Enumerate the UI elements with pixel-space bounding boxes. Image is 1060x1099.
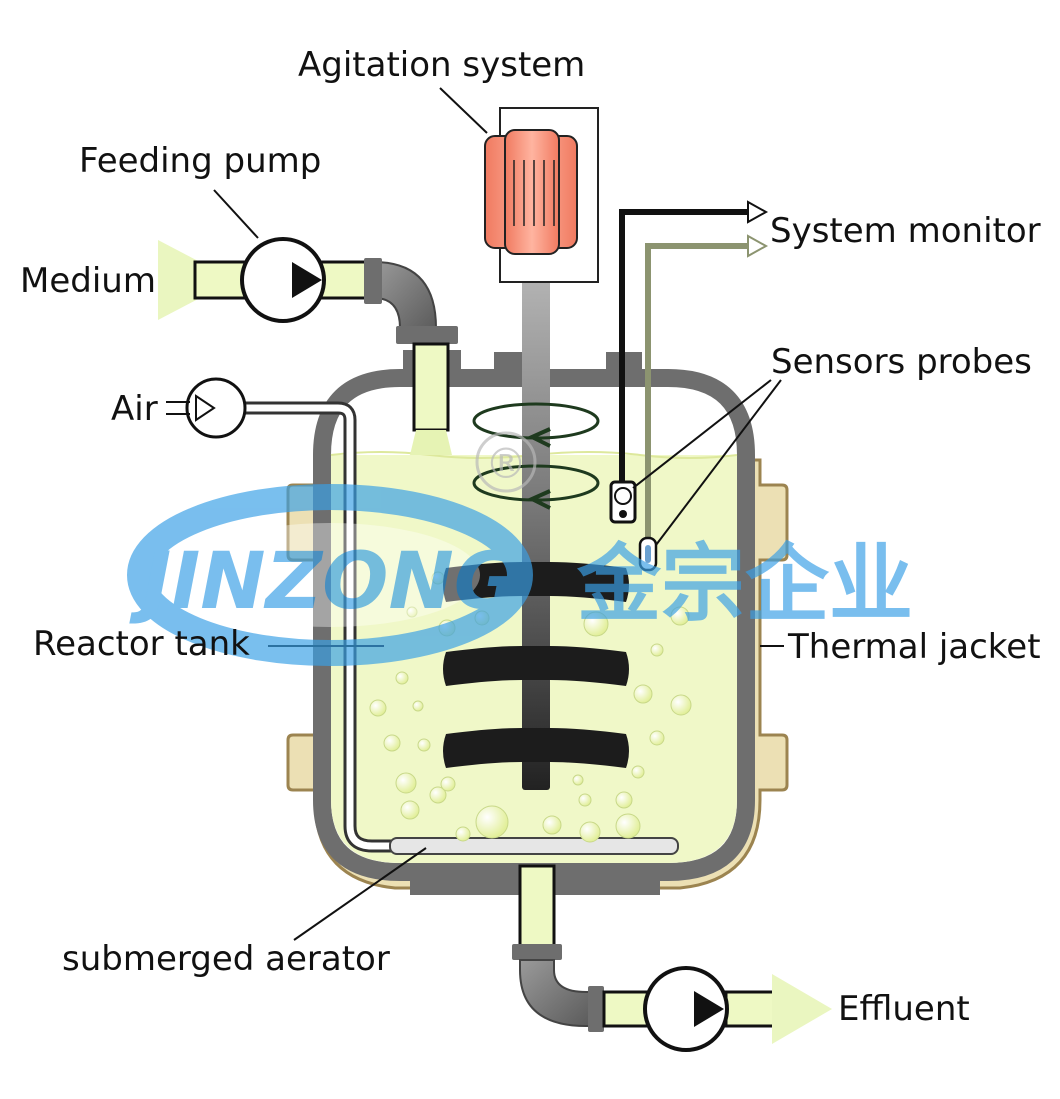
- pump-icon: [694, 991, 724, 1027]
- agitator-shaft: [522, 258, 550, 790]
- submerged-aerator: [389, 837, 679, 855]
- bubble-icon: [670, 694, 692, 716]
- air-pump: [166, 377, 247, 439]
- watermark-chinese: 金宗企业: [577, 535, 913, 633]
- labels: Agitation system Feeding pump Medium Air…: [20, 45, 1041, 1029]
- label-air: Air: [111, 389, 158, 429]
- bubbles: [369, 571, 692, 843]
- bubble-icon: [417, 738, 431, 752]
- feeding-pump: [240, 237, 326, 323]
- watermark-brand: JINZONG: [129, 537, 518, 627]
- bubble-icon: [369, 699, 387, 717]
- bubble-icon: [412, 700, 424, 712]
- bubble-icon: [542, 815, 562, 835]
- flow-arrow-icon: [772, 974, 832, 1044]
- label-feeding-pump: Feeding pump: [79, 141, 321, 181]
- bubble-icon: [395, 772, 417, 794]
- bubble-icon: [631, 765, 645, 779]
- impeller-icon: [443, 562, 629, 768]
- bubble-icon: [579, 821, 601, 843]
- rotation-arrow-icon: [472, 402, 600, 510]
- bubble-icon: [572, 774, 584, 786]
- label-reactor-tank: Reactor tank: [33, 624, 250, 664]
- leader-lines: [213, 87, 784, 941]
- label-sensors-probes: Sensors probes: [771, 342, 1032, 382]
- bubble-icon: [650, 643, 664, 657]
- bubble-icon: [583, 611, 609, 637]
- label-thermal-jacket: Thermal jacket: [787, 627, 1041, 667]
- bubble-icon: [670, 606, 690, 626]
- air-line: [244, 401, 392, 853]
- bubble-icon: [475, 805, 509, 839]
- flow-arrow-icon: [747, 200, 769, 224]
- effluent-line: [512, 864, 832, 1044]
- bubble-icon: [406, 606, 418, 618]
- effluent-pump: [643, 966, 729, 1052]
- label-medium: Medium: [20, 261, 156, 301]
- bubble-icon: [395, 671, 409, 685]
- monitor-lines: [619, 200, 769, 540]
- pump-icon: [292, 262, 322, 298]
- label-agitation-system: Agitation system: [298, 45, 585, 85]
- bubble-icon: [455, 826, 471, 842]
- label-system-monitor: System monitor: [770, 211, 1041, 251]
- motor-icon: [484, 107, 599, 283]
- bubble-icon: [649, 730, 665, 746]
- flow-arrow-icon: [747, 234, 769, 258]
- bubble-icon: [429, 786, 447, 804]
- bubble-icon: [615, 813, 641, 839]
- sensor-probe-icon: [609, 480, 658, 572]
- bubble-icon: [615, 791, 633, 809]
- watermark: JINZONG 金宗企业 ®: [127, 431, 913, 666]
- bubble-icon: [400, 800, 420, 820]
- bubble-icon: [578, 793, 592, 807]
- bubble-icon: [633, 684, 653, 704]
- feed-line: [158, 240, 458, 455]
- label-submerged-aerator: submerged aerator: [62, 939, 390, 979]
- bubble-icon: [440, 776, 456, 792]
- registered-mark: ®: [485, 439, 527, 488]
- label-effluent: Effluent: [838, 989, 970, 1029]
- bubble-icon: [383, 734, 401, 752]
- pump-icon: [195, 394, 216, 422]
